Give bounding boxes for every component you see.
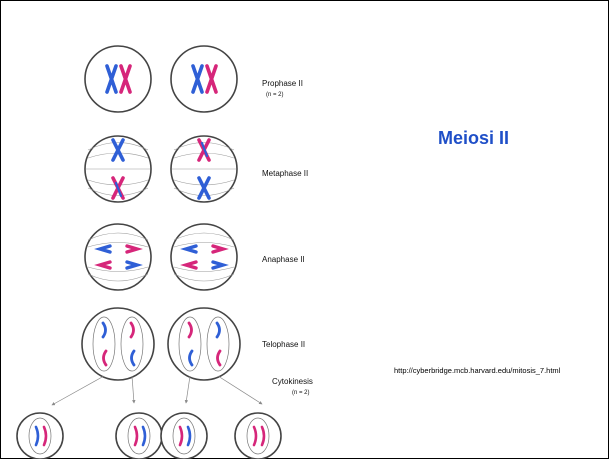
prophase-ii-cell-right xyxy=(170,45,238,113)
daughter-cell-1 xyxy=(16,412,64,459)
chromosomes xyxy=(180,244,229,270)
source-url: http://cyberbridge.mcb.harvard.edu/mitos… xyxy=(394,366,561,375)
stage-ploidy-cytokinesis: (n = 2) xyxy=(292,390,310,396)
division-arrows xyxy=(51,375,263,406)
anaphase-ii-cell-right xyxy=(170,223,238,291)
spindle-fibers xyxy=(87,232,149,282)
stage-ploidy-prophase-ii: (n = 2) xyxy=(266,92,284,98)
stage-label-telophase-ii: Telophase II xyxy=(262,340,305,349)
spindle-fibers xyxy=(173,232,235,282)
metaphase-ii-cell-left xyxy=(84,135,152,203)
chromosome-pair xyxy=(105,64,132,94)
metaphase-ii-cell-right xyxy=(170,135,238,203)
chromosomes xyxy=(94,244,143,270)
prophase-ii-cell-left xyxy=(84,45,152,113)
slide-title: Meiosi II xyxy=(438,128,510,148)
daughter-cell-2 xyxy=(115,412,163,459)
chromosomes xyxy=(197,138,211,200)
telophase-ii-cell-left xyxy=(81,307,155,381)
chromosomes xyxy=(111,138,125,200)
chromosomes xyxy=(187,321,222,367)
stage-label-anaphase-ii: Anaphase II xyxy=(262,255,305,264)
stage-label-prophase-ii: Prophase II xyxy=(262,79,303,88)
stage-label-cytokinesis: Cytokinesis xyxy=(272,377,313,386)
chromosome-pair xyxy=(191,64,218,94)
stage-label-metaphase-ii: Metaphase II xyxy=(262,169,308,178)
daughter-cell-4 xyxy=(234,412,282,459)
daughter-cell-3 xyxy=(160,412,208,459)
anaphase-ii-cell-left xyxy=(84,223,152,291)
telophase-ii-cell-right xyxy=(167,307,241,381)
chromosomes xyxy=(101,321,136,367)
